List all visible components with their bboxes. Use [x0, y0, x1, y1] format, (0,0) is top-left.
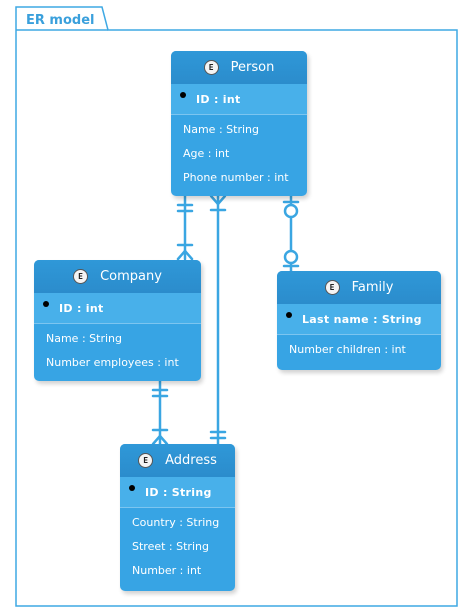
- relation-person-family: [282, 194, 300, 273]
- attribute: Phone number : int: [183, 171, 289, 184]
- primary-key: ID : int: [59, 301, 104, 315]
- entity-title: Company: [100, 269, 162, 284]
- attribute: Street : String: [132, 540, 209, 553]
- primary-key: Last name : String: [302, 312, 422, 326]
- entity-header: E Address: [120, 444, 235, 477]
- relation-person-company: [176, 194, 194, 261]
- entity-header: E Company: [34, 260, 201, 293]
- entity-badge-icon: E: [203, 60, 219, 75]
- attribute: Country : String: [132, 516, 220, 529]
- entity-badge-icon: E: [73, 269, 89, 284]
- entity-badge-icon: E: [138, 453, 154, 468]
- primary-key-row: ID : int: [171, 84, 307, 115]
- entity-company[interactable]: E Company ID : int Name : String Number …: [34, 260, 201, 381]
- primary-key-row: ID : int: [34, 293, 201, 324]
- key-bullet-icon: [286, 312, 292, 318]
- package-frame: [15, 6, 458, 607]
- relation-company-address: [151, 379, 169, 446]
- attribute: Age : int: [183, 147, 230, 160]
- entity-title: Family: [351, 280, 394, 295]
- primary-key: ID : int: [196, 92, 241, 106]
- entity-badge-icon: E: [324, 280, 340, 295]
- key-bullet-icon: [43, 301, 49, 307]
- primary-key: ID : String: [145, 485, 212, 499]
- attribute: Number children : int: [289, 343, 406, 356]
- attribute: Name : String: [183, 123, 259, 136]
- entity-title: Person: [230, 60, 275, 75]
- relation-person-address: [209, 194, 227, 446]
- entity-header: E Person: [171, 51, 307, 84]
- entity-address[interactable]: E Address ID : String Country : String S…: [120, 444, 235, 591]
- primary-key-row: Last name : String: [277, 304, 441, 335]
- entity-family[interactable]: E Family Last name : String Number child…: [277, 271, 441, 370]
- attribute: Name : String: [46, 332, 122, 345]
- primary-key-row: ID : String: [120, 477, 235, 508]
- entity-person[interactable]: E Person ID : int Name : String Age : in…: [171, 51, 307, 196]
- entity-header: E Family: [277, 271, 441, 304]
- package-label: ER model: [26, 13, 95, 28]
- key-bullet-icon: [180, 92, 186, 98]
- entity-title: Address: [165, 453, 217, 468]
- attribute: Number : int: [132, 564, 202, 577]
- attribute: Number employees : int: [46, 356, 179, 369]
- key-bullet-icon: [129, 485, 135, 491]
